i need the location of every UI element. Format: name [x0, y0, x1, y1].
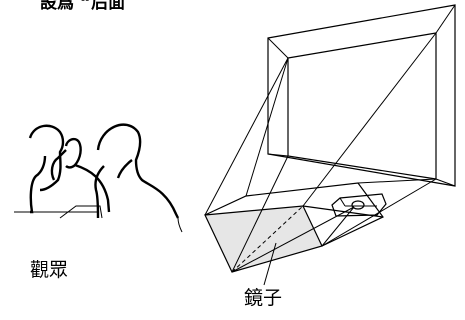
mirror-label: 鏡子	[244, 287, 282, 309]
mirror-leader-line	[263, 242, 277, 286]
mirror-surface	[205, 206, 322, 272]
header-text: 設爲 “后面	[40, 0, 125, 13]
mirror-box	[204, 182, 384, 273]
mirror-reflection-line	[231, 205, 304, 273]
audience-silhouettes	[14, 123, 183, 233]
audience-label: 觀眾	[30, 259, 68, 281]
projection-screen	[267, 4, 456, 187]
projector	[331, 193, 387, 217]
